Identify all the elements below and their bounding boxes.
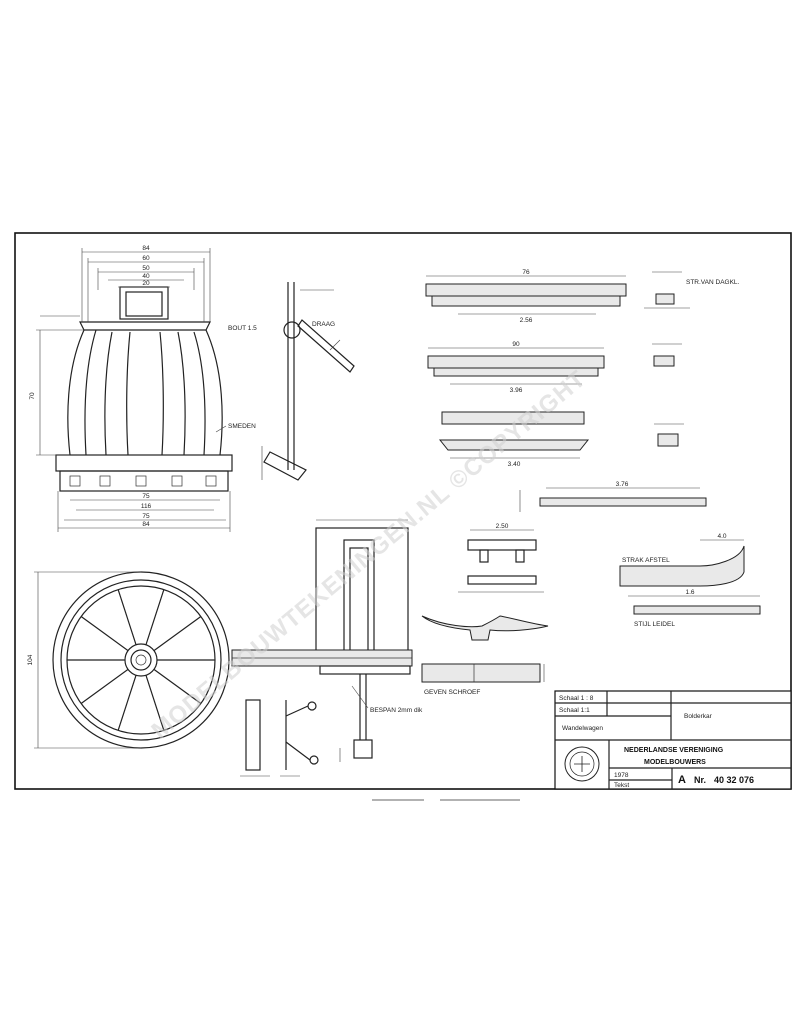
title-no-label: Nr. xyxy=(694,775,706,785)
handle-detail xyxy=(261,282,355,481)
wheel-spoke xyxy=(145,589,165,645)
title-date: 1978 xyxy=(614,772,629,779)
title-scale-1: Schaal 1 : 8 xyxy=(559,695,594,702)
wheel-spoke xyxy=(80,668,129,704)
label-bout: BOUT 1.5 xyxy=(228,325,257,332)
dim-mid2-width: 50 xyxy=(142,265,150,272)
dim-rail1-inner: 2.56 xyxy=(520,317,533,324)
wheel-spoke xyxy=(117,589,137,645)
dim-rail2-inner: 3.96 xyxy=(510,387,523,394)
dim-plank3: 3.40 xyxy=(508,461,521,468)
dim-bracket: 2.50 xyxy=(496,523,509,530)
label-geven: GEVEN SCHROEF xyxy=(424,689,480,696)
footrest-detail xyxy=(619,539,761,615)
dim-base-3: 75 xyxy=(142,513,150,520)
title-model: Bolderkar xyxy=(684,713,713,720)
dim-base-2: 116 xyxy=(141,503,152,510)
dim-top-width: 84 xyxy=(142,245,150,252)
title-org-1: NEDERLANDSE VERENIGING xyxy=(624,747,724,754)
wheel-spoke xyxy=(153,616,202,652)
wheel-spoke xyxy=(145,675,165,731)
bracket-detail xyxy=(458,529,544,593)
label-smeden: SMEDEN xyxy=(228,423,256,430)
wheel-spoke xyxy=(153,668,202,704)
wheel-spoke xyxy=(117,675,137,731)
dim-strip4: 3.76 xyxy=(616,481,629,488)
label-str-dagkl: STR.VAN DAGKL. xyxy=(686,279,740,286)
title-block xyxy=(554,690,792,790)
title-drawn: Tekst xyxy=(614,782,629,789)
rail-2 xyxy=(427,347,605,385)
dim-body-height: 70 xyxy=(29,392,36,400)
wheel-view xyxy=(34,571,230,749)
dim-rail2-length: 90 xyxy=(512,341,520,348)
plank-3 xyxy=(438,411,590,459)
dim-inner-width: 40 xyxy=(142,273,150,280)
dim-base-4: 84 xyxy=(142,521,150,528)
axle-section xyxy=(231,519,413,777)
dim-base-1: 75 xyxy=(142,493,150,500)
wheel-spoke xyxy=(80,616,129,652)
label-strak: STRAK AFSTEL xyxy=(622,557,670,564)
profile-sections xyxy=(644,271,690,447)
rail-1 xyxy=(425,275,627,315)
label-draag: DRAAG xyxy=(312,321,335,328)
dim-rail1-length: 76 xyxy=(522,269,530,276)
title-name: Wandelwagen xyxy=(562,725,603,732)
dim-mid-width: 60 xyxy=(142,255,150,262)
dim-footrest: 4.0 xyxy=(717,533,726,540)
cart-front-view xyxy=(36,248,233,532)
strip-4 xyxy=(519,487,707,512)
dim-inner2-width: 20 xyxy=(142,280,150,287)
title-number: 40 32 076 xyxy=(714,775,754,785)
dim-strip5: 1.6 xyxy=(685,589,694,596)
title-org-2: MODELBOUWERS xyxy=(644,759,706,766)
label-bespan: BESPAN 2mm dik xyxy=(370,707,423,714)
cleat-detail xyxy=(421,615,549,683)
title-scale-2: Schaal 1:1 xyxy=(559,707,590,714)
dim-wheel-diameter: 104 xyxy=(27,654,34,665)
title-sheet-code: A xyxy=(678,774,686,786)
label-stijl: STIJL LEIDEL xyxy=(634,621,675,628)
